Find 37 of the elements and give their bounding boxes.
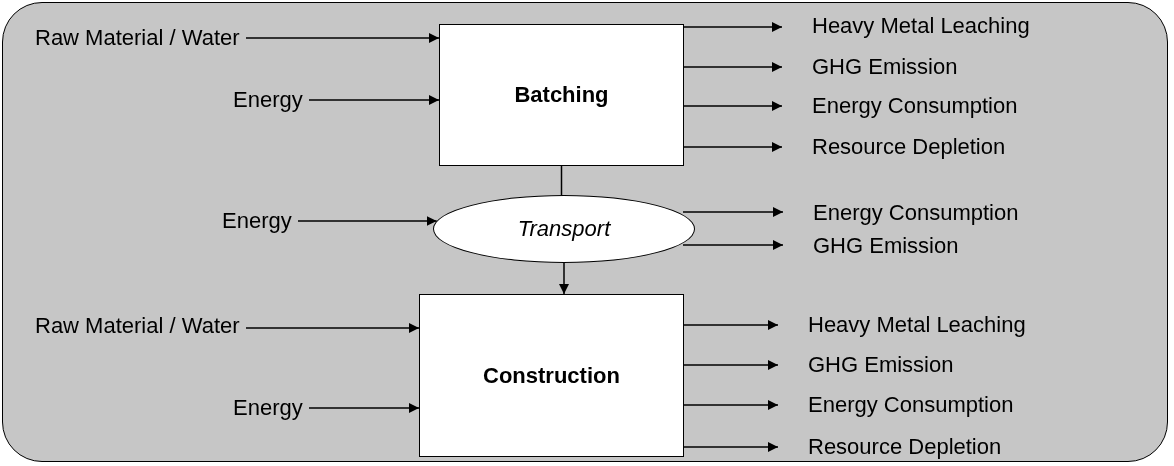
- arrow: [245, 33, 440, 43]
- flow-label: Heavy Metal Leaching: [808, 312, 1026, 338]
- flow-label: GHG Emission: [813, 233, 959, 259]
- flow-label: Heavy Metal Leaching: [812, 13, 1030, 39]
- arrow: [683, 62, 783, 72]
- flow-label: Resource Depletion: [808, 434, 1002, 460]
- box-label: Batching: [514, 82, 609, 108]
- box-label: Transport: [517, 216, 611, 242]
- flow-label: Raw Material / Water: [35, 313, 240, 339]
- arrow: [683, 400, 779, 410]
- process-box: [419, 294, 684, 457]
- flow-label: GHG Emission: [812, 54, 958, 80]
- arrow: [683, 442, 779, 452]
- arrow: [682, 240, 784, 250]
- flow-label: Energy Consumption: [808, 392, 1014, 418]
- arrow: [683, 101, 783, 111]
- arrow: [683, 360, 779, 370]
- connector-line: [560, 165, 563, 196]
- arrow: [297, 216, 438, 226]
- arrow: [245, 323, 420, 333]
- arrow: [683, 320, 779, 330]
- process-box: [439, 24, 684, 166]
- flow-label: Energy Consumption: [813, 200, 1019, 226]
- flow-label: Resource Depletion: [812, 134, 1006, 160]
- flow-label: Energy: [233, 87, 303, 113]
- flow-label: Energy Consumption: [812, 93, 1018, 119]
- arrow: [308, 403, 420, 413]
- flow-label: Energy: [222, 208, 292, 234]
- arrow: [683, 22, 783, 32]
- flow-label: Raw Material / Water: [35, 25, 240, 51]
- flow-label: GHG Emission: [808, 352, 954, 378]
- arrow: [682, 207, 784, 217]
- arrow: [308, 95, 440, 105]
- arrow: [683, 142, 783, 152]
- arrow: [559, 262, 569, 295]
- box-label: Construction: [483, 362, 620, 389]
- flow-label: Energy: [233, 395, 303, 421]
